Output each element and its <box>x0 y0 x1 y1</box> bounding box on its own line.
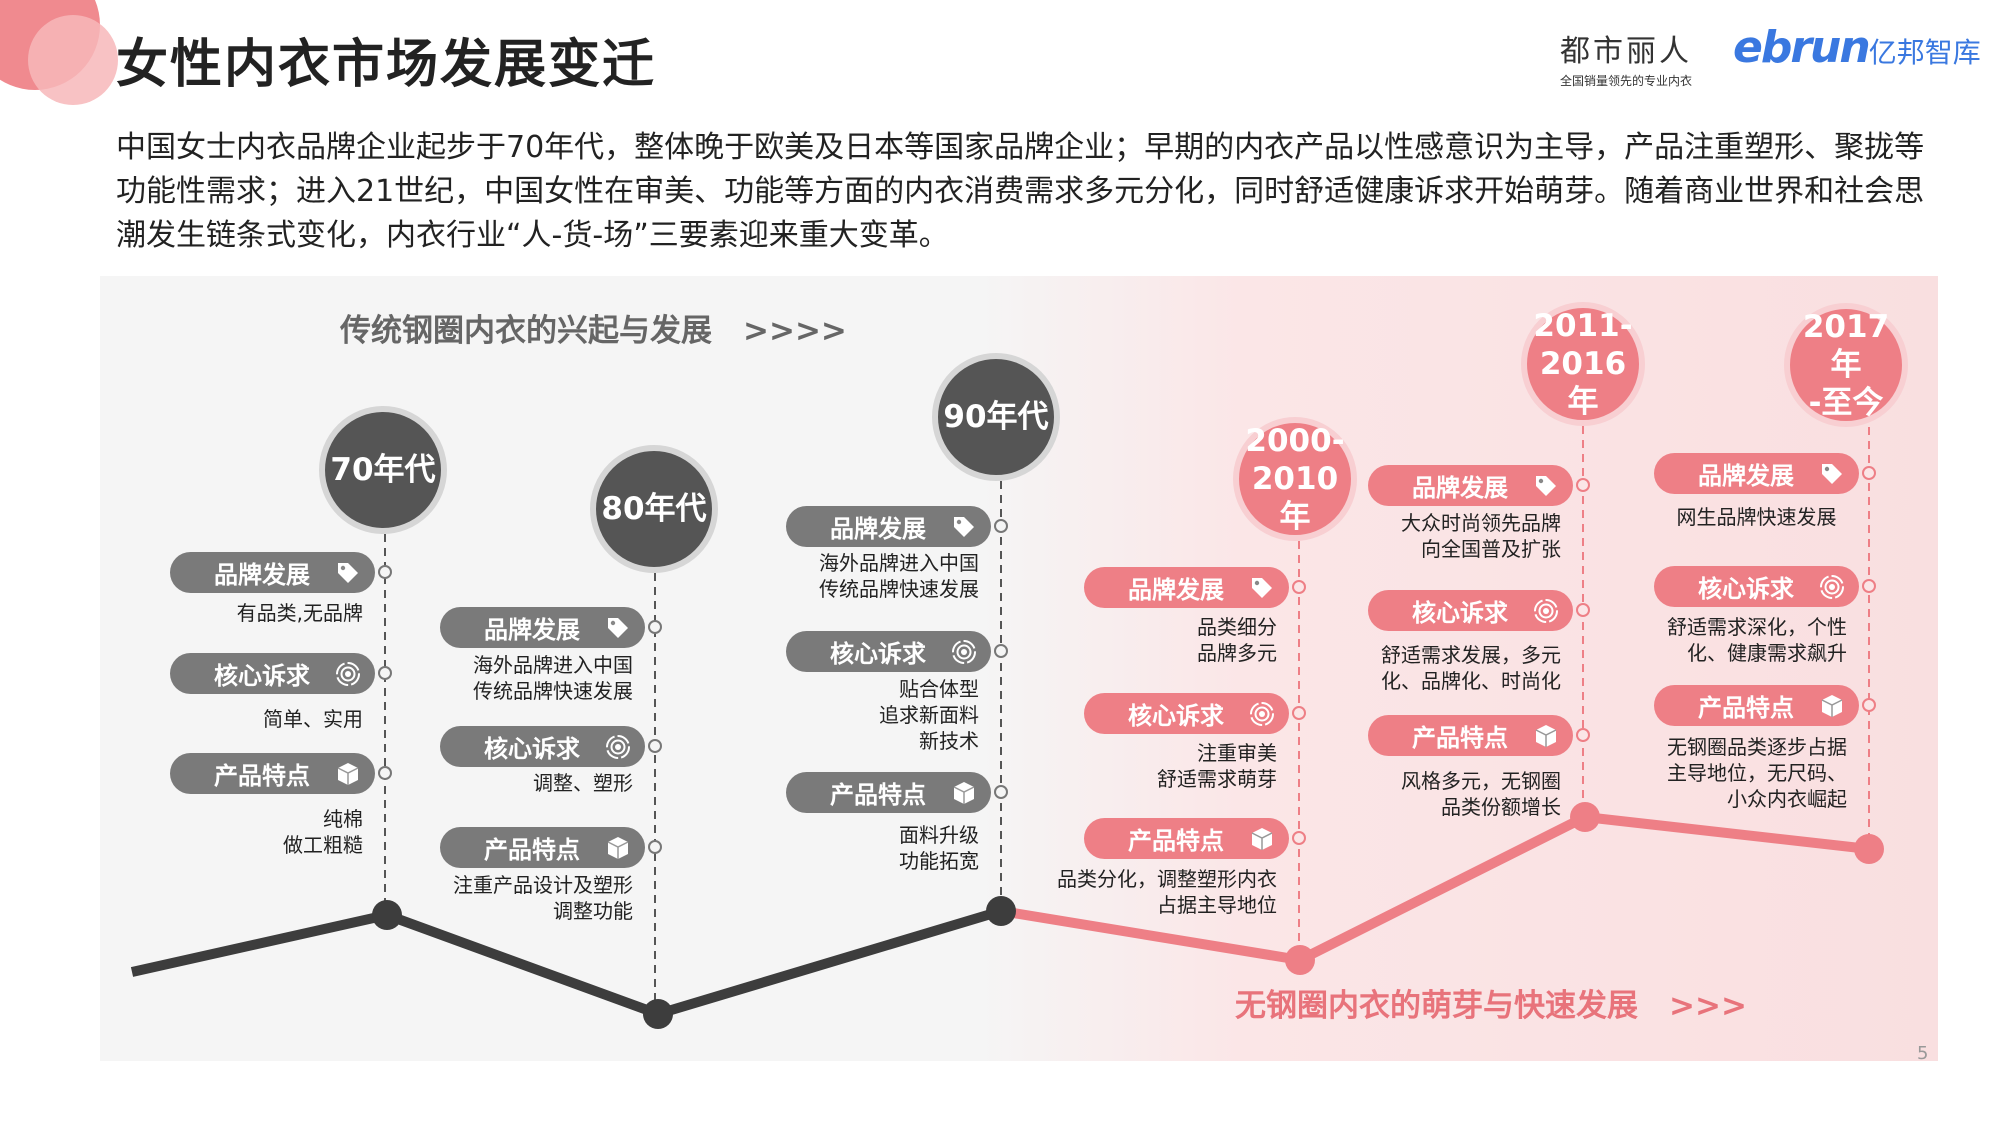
trend-point <box>1570 802 1600 832</box>
trend-point <box>643 999 673 1029</box>
category-description: 有品类,无品牌 <box>236 601 363 625</box>
trend-point <box>986 896 1016 926</box>
category-pill: 核心诉求 <box>1084 693 1289 734</box>
category-description: 海外品牌进入中国传统品牌快速发展 <box>473 653 633 703</box>
category-description: 注重审美舒适需求萌芽 <box>1157 741 1277 791</box>
page-number: 5 <box>1917 1043 1929 1064</box>
trend-line-wireless <box>1000 812 1870 965</box>
timeline-node <box>1862 579 1876 593</box>
category-pill-label: 产品特点 <box>1698 694 1794 722</box>
category-pill: 核心诉求 <box>440 726 645 767</box>
category-pill: 品牌发展 <box>786 506 991 547</box>
category-pill-label: 核心诉求 <box>484 735 580 763</box>
category-pill: 核心诉求 <box>786 631 991 672</box>
category-description: 舒适需求发展，多元化、品牌化、时尚化 <box>1381 643 1561 693</box>
ebrun-logo-text: ebrun <box>1733 22 1871 73</box>
category-pill-label: 产品特点 <box>1128 827 1224 855</box>
category-description: 调整、塑形 <box>533 771 633 795</box>
category-description: 纯棉做工粗糙 <box>283 807 363 857</box>
category-description: 网生品牌快速发展 <box>1676 505 1837 529</box>
category-pill-label: 产品特点 <box>214 762 310 790</box>
category-pill: 品牌发展 <box>1654 453 1859 494</box>
category-description: 品类分化，调整塑形内衣占据主导地位 <box>1057 867 1277 917</box>
timeline-node <box>1576 478 1590 492</box>
category-pill: 品牌发展 <box>440 607 645 648</box>
dushi-logo-tagline: 全国销量领先的专业内衣 <box>1560 74 1693 88</box>
timeline-node <box>648 620 662 634</box>
category-pill-label: 品牌发展 <box>484 616 580 644</box>
category-pill-label: 核心诉求 <box>214 662 310 690</box>
timeline-node <box>378 766 392 780</box>
category-pill: 产品特点 <box>1654 685 1859 726</box>
category-pill: 产品特点 <box>786 772 991 813</box>
era-badge: 90年代 <box>932 353 1060 481</box>
dushi-logo: 都市丽人 全国销量领先的专业内衣 <box>1560 26 1692 89</box>
category-description: 无钢圈品类逐步占据主导地位，无尺码、小众内衣崛起 <box>1667 735 1847 811</box>
category-pill: 产品特点 <box>1084 818 1289 859</box>
category-pill-label: 品牌发展 <box>214 561 310 589</box>
timeline-node <box>1576 603 1590 617</box>
category-pill-label: 品牌发展 <box>830 515 926 543</box>
era-badge: 2011-2016年 <box>1521 302 1645 426</box>
category-pill: 核心诉求 <box>1654 566 1859 607</box>
category-description: 大众时尚领先品牌向全国普及扩张 <box>1401 511 1561 561</box>
timeline-node <box>648 840 662 854</box>
category-description: 舒适需求深化，个性化、健康需求飙升 <box>1667 615 1847 665</box>
timeline-node <box>994 785 1008 799</box>
category-description: 品类细分品牌多元 <box>1197 615 1277 665</box>
category-pill: 品牌发展 <box>1084 567 1289 608</box>
timeline-node <box>378 666 392 680</box>
category-pill: 产品特点 <box>170 753 375 794</box>
trend-point <box>372 900 402 930</box>
timeline-node <box>1292 580 1306 594</box>
category-pill-label: 产品特点 <box>484 836 580 864</box>
category-description: 注重产品设计及塑形调整功能 <box>453 873 633 923</box>
timeline-node <box>1862 466 1876 480</box>
decor-circle <box>28 15 118 105</box>
category-pill-label: 产品特点 <box>830 781 926 809</box>
category-pill-label: 核心诉求 <box>830 640 926 668</box>
category-pill-label: 核心诉求 <box>1412 599 1508 627</box>
category-pill: 核心诉求 <box>1368 590 1573 631</box>
timeline-node <box>1576 728 1590 742</box>
category-pill: 核心诉求 <box>170 653 375 694</box>
category-description: 面料升级功能拓宽 <box>899 823 979 873</box>
era-badge: 70年代 <box>319 406 447 534</box>
category-description: 贴合体型追求新面料新技术 <box>879 677 979 753</box>
ebrun-logo-cn: 亿邦智库 <box>1868 36 1981 69</box>
category-description: 风格多元，无钢圈品类份额增长 <box>1401 769 1561 819</box>
dushi-logo-text: 都市丽人 <box>1560 34 1692 69</box>
category-pill: 品牌发展 <box>170 552 375 593</box>
category-pill: 品牌发展 <box>1368 465 1573 506</box>
trend-line-traditional <box>130 906 1003 1019</box>
category-description: 海外品牌进入中国传统品牌快速发展 <box>819 551 979 601</box>
era-badge: 2017年-至今 <box>1784 303 1908 427</box>
category-pill-label: 品牌发展 <box>1698 462 1794 490</box>
category-pill-label: 核心诉求 <box>1128 702 1224 730</box>
timeline-node <box>994 519 1008 533</box>
timeline-node <box>1292 706 1306 720</box>
category-pill-label: 产品特点 <box>1412 724 1508 752</box>
category-pill-label: 核心诉求 <box>1698 575 1794 603</box>
timeline-node <box>648 739 662 753</box>
section-wireless-heading: 无钢圈内衣的萌芽与快速发展 >>> <box>1235 988 1747 1024</box>
category-description: 简单、实用 <box>263 707 363 731</box>
category-pill-label: 品牌发展 <box>1412 474 1508 502</box>
intro-paragraph: 中国女士内衣品牌企业起步于70年代，整体晚于欧美及日本等国家品牌企业；早期的内衣… <box>116 130 1925 253</box>
category-pill: 产品特点 <box>440 827 645 868</box>
category-pill-label: 品牌发展 <box>1128 576 1224 604</box>
timeline-node <box>994 644 1008 658</box>
category-pill: 产品特点 <box>1368 715 1573 756</box>
trend-point <box>1854 834 1884 864</box>
timeline-node <box>378 565 392 579</box>
timeline-node <box>1292 831 1306 845</box>
era-badge: 80年代 <box>590 445 718 573</box>
trend-point <box>1285 945 1315 975</box>
page-title: 女性内衣市场发展变迁 <box>116 35 657 95</box>
timeline-node <box>1862 698 1876 712</box>
era-badge: 2000-2010年 <box>1233 417 1357 541</box>
ebrun-logo: ebrun亿邦智库 <box>1733 22 1981 73</box>
section-traditional-heading: 传统钢圈内衣的兴起与发展 >>>> <box>340 313 847 349</box>
